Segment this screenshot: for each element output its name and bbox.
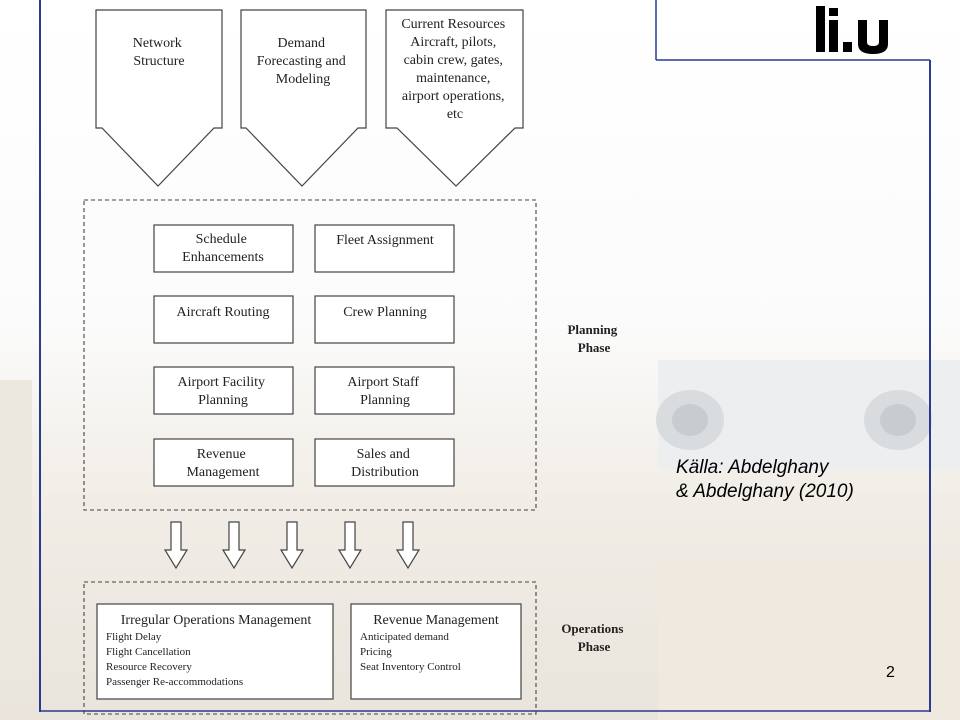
label-line: Planning (198, 393, 248, 408)
box-crew-planning (314, 295, 455, 344)
planning-phase-line: Planning (567, 322, 617, 337)
label-aircraft-routing: Aircraft Routing (177, 305, 270, 320)
label-sales-distribution: Sales and Distribution (351, 447, 419, 480)
operations-phase-line: Operations (561, 621, 623, 636)
label-line: Airport Facility (178, 375, 266, 390)
label-line: Management (186, 465, 259, 480)
ops-revenue-item: Seat Inventory Control (360, 661, 461, 673)
source-line-2: & Abdelghany (2010) (676, 481, 854, 502)
irregular-ops-item: Passenger Re-accommodations (106, 676, 243, 688)
planning-phase-line: Phase (578, 340, 611, 355)
box-aircraft-routing (153, 295, 294, 344)
operations-phase-label: Operations Phase (561, 621, 626, 654)
ops-revenue-items: Anticipated demand Pricing Seat Inventor… (360, 631, 461, 673)
irregular-ops-item: Resource Recovery (106, 661, 192, 673)
box-revenue-management (153, 438, 294, 487)
page-number: 2 (886, 664, 895, 681)
label-airport-staff-planning: Airport Staff Planning (347, 375, 422, 408)
planning-phase-container (83, 199, 537, 511)
irregular-ops-items: Flight Delay Flight Cancellation Resourc… (106, 631, 243, 688)
irregular-ops-title: Irregular Operations Management (121, 613, 312, 628)
input-resources-line: maintenance, (416, 71, 490, 86)
down-arrow-icon (163, 521, 189, 570)
label-line: Schedule (196, 232, 247, 247)
down-arrow-icon (395, 521, 421, 570)
input-demand-line: Forecasting and (257, 54, 346, 69)
slide-frame (39, 0, 931, 712)
label-line: Planning (360, 393, 410, 408)
label-line: Revenue (197, 447, 246, 462)
planning-boxes (153, 224, 455, 487)
ops-revenue-item: Pricing (360, 646, 392, 658)
ops-revenue-title: Revenue Management (373, 613, 499, 628)
operations-phase-container (83, 581, 537, 715)
label-line: Aircraft Routing (177, 305, 270, 320)
input-demand-line: Modeling (276, 72, 330, 87)
down-arrow-icon (337, 521, 363, 570)
label-line: Airport Staff (347, 375, 419, 390)
box-airport-staff-planning (314, 366, 455, 415)
box-fleet-assignment (314, 224, 455, 273)
planning-phase-label: Planning Phase (567, 322, 620, 355)
liu-logo (816, 6, 888, 54)
box-ops-revenue-management (350, 603, 522, 700)
label-schedule-enhancements: Schedule Enhancements (182, 232, 264, 265)
label-line: Sales and (357, 447, 410, 462)
label-airport-facility-planning: Airport Facility Planning (178, 375, 269, 408)
input-network-line: Structure (133, 54, 184, 69)
input-arrow-resources (385, 9, 524, 187)
source-citation: Källa: Abdelghany & Abdelghany (2010) (676, 456, 854, 504)
input-network-text: Network Structure (133, 36, 186, 69)
source-line-1: Källa: Abdelghany (676, 457, 829, 478)
irregular-ops-item: Flight Delay (106, 631, 162, 643)
input-resources-line: Current Resources (401, 17, 505, 32)
down-arrow-icon (279, 521, 305, 570)
label-crew-planning: Crew Planning (343, 305, 427, 320)
operations-phase-line: Phase (578, 639, 611, 654)
input-resources-line: cabin crew, gates, (404, 53, 503, 68)
label-fleet-assignment: Fleet Assignment (336, 233, 434, 248)
input-network-line: Network (133, 36, 182, 51)
box-airport-facility-planning (153, 366, 294, 415)
input-resources-text: Current Resources Aircraft, pilots, cabi… (401, 17, 508, 122)
down-arrow-icon (221, 521, 247, 570)
input-resources-line: Aircraft, pilots, (410, 35, 496, 50)
input-resources-line: etc (447, 107, 463, 122)
box-schedule-enhancements (153, 224, 294, 273)
label-line: Enhancements (182, 250, 264, 265)
label-line: Crew Planning (343, 305, 427, 320)
irregular-ops-item: Flight Cancellation (106, 646, 191, 658)
label-revenue-management: Revenue Management (186, 447, 259, 480)
input-resources-line: airport operations, (402, 89, 505, 104)
label-line: Fleet Assignment (336, 233, 434, 248)
box-irregular-operations (96, 603, 334, 700)
phase-arrows (163, 521, 421, 570)
ops-revenue-item: Anticipated demand (360, 631, 449, 643)
input-arrow-demand (240, 9, 367, 187)
input-arrow-network (95, 9, 223, 187)
input-demand-line: Demand (278, 36, 325, 51)
input-demand-text: Demand Forecasting and Modeling (257, 36, 350, 87)
label-line: Distribution (351, 465, 419, 480)
box-sales-distribution (314, 438, 455, 487)
